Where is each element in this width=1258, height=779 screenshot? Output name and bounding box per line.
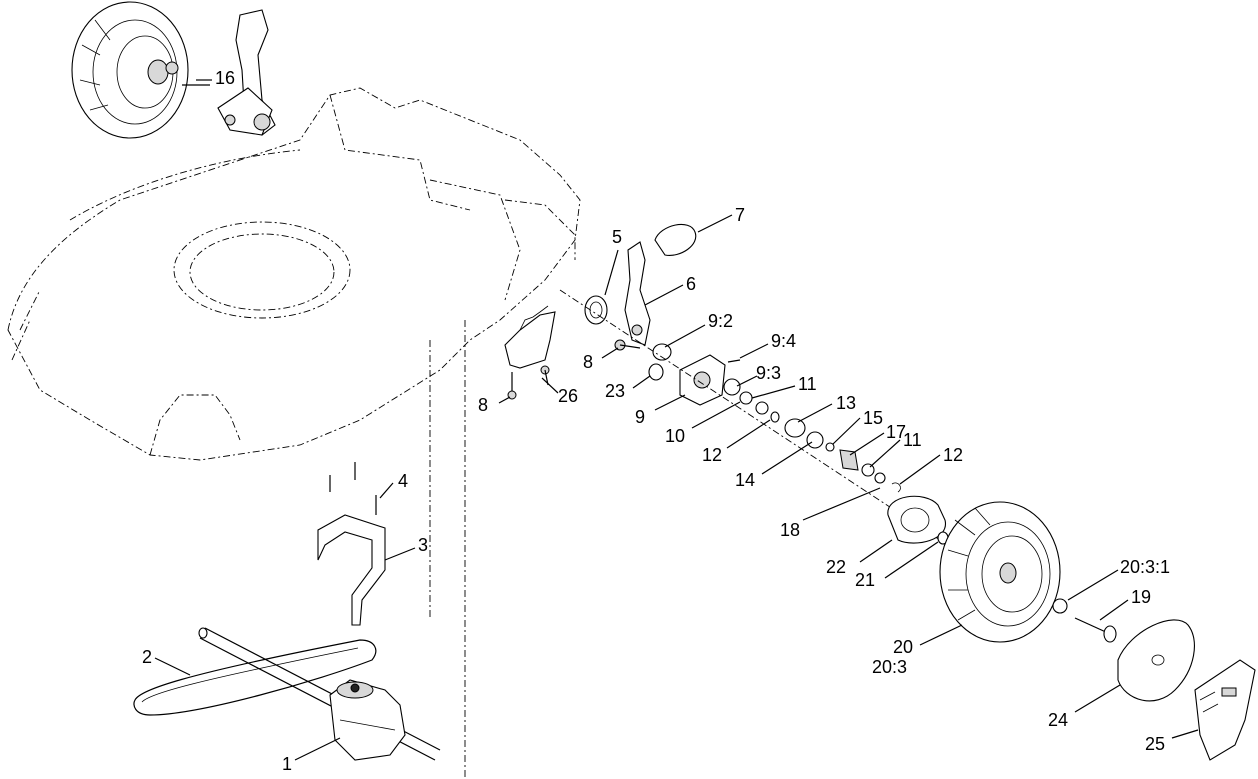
callout-22: 22 [826,557,846,577]
height-adjust-lever [217,9,276,136]
callout-labels: 16 7 5 6 9:2 9:4 8 9:3 23 11 9 13 10 15 … [142,68,1170,774]
callout-12b: 12 [943,445,963,465]
bushing-5 [584,295,608,325]
rear-wheel-assembly [71,1,210,139]
hub-22 [887,495,946,544]
callout-21: 21 [855,570,875,590]
callout-18: 18 [780,520,800,540]
bolt-19 [1074,617,1117,643]
axle-stack [559,289,941,541]
callout-24: 24 [1048,710,1068,730]
callout-6: 6 [686,274,696,294]
callout-7: 7 [735,205,745,225]
callout-10: 10 [665,426,685,446]
spacer-23 [648,363,664,381]
drive-cover-26 [504,305,556,400]
callout-25: 25 [1145,734,1165,754]
callout-19: 19 [1131,587,1151,607]
callout-17: 17 [886,422,906,442]
callout-5: 5 [612,227,622,247]
callout-20-3-1: 20:3:1 [1120,557,1170,577]
callout-26: 26 [558,386,578,406]
callout-20: 20 [893,637,913,657]
callout-12a: 12 [702,445,722,465]
knob-7 [654,223,697,256]
callout-8b: 8 [478,395,488,415]
callout-23: 23 [605,381,625,401]
callout-9: 9 [635,407,645,427]
callout-20-3: 20:3 [872,657,907,677]
drive-lever-6 [624,241,651,346]
mower-deck-outline [7,87,581,779]
screws-4 [329,462,377,515]
wheel-cover-24 [1117,619,1195,702]
front-wheel-20 [939,501,1061,643]
callout-8a: 8 [583,352,593,372]
leader-lines [154,79,1199,761]
mount-bracket-3 [317,514,386,626]
callout-16: 16 [215,68,235,88]
callout-4: 4 [398,471,408,491]
gear-case-9 [679,354,726,406]
callout-2: 2 [142,647,152,667]
callout-3: 3 [418,535,428,555]
bushing-9-2 [652,343,672,361]
pivot-bolt-8 [614,339,641,351]
callout-15: 15 [863,408,883,428]
callout-11b: 11 [903,430,922,450]
hub-emblem-25 [1194,659,1256,761]
callout-9-4: 9:4 [771,331,796,351]
belt-2 [133,639,377,716]
transmission-1 [329,679,406,761]
callout-9-3: 9:3 [756,363,781,383]
callout-14: 14 [735,470,755,490]
callout-1: 1 [282,754,292,774]
bushing-9-3 [723,378,741,396]
bushing-20-3-1 [1052,598,1068,614]
callout-11a: 11 [798,374,817,394]
callout-13: 13 [836,393,856,413]
set-screw-9-4 [727,359,741,363]
callout-9-2: 9:2 [708,311,733,331]
